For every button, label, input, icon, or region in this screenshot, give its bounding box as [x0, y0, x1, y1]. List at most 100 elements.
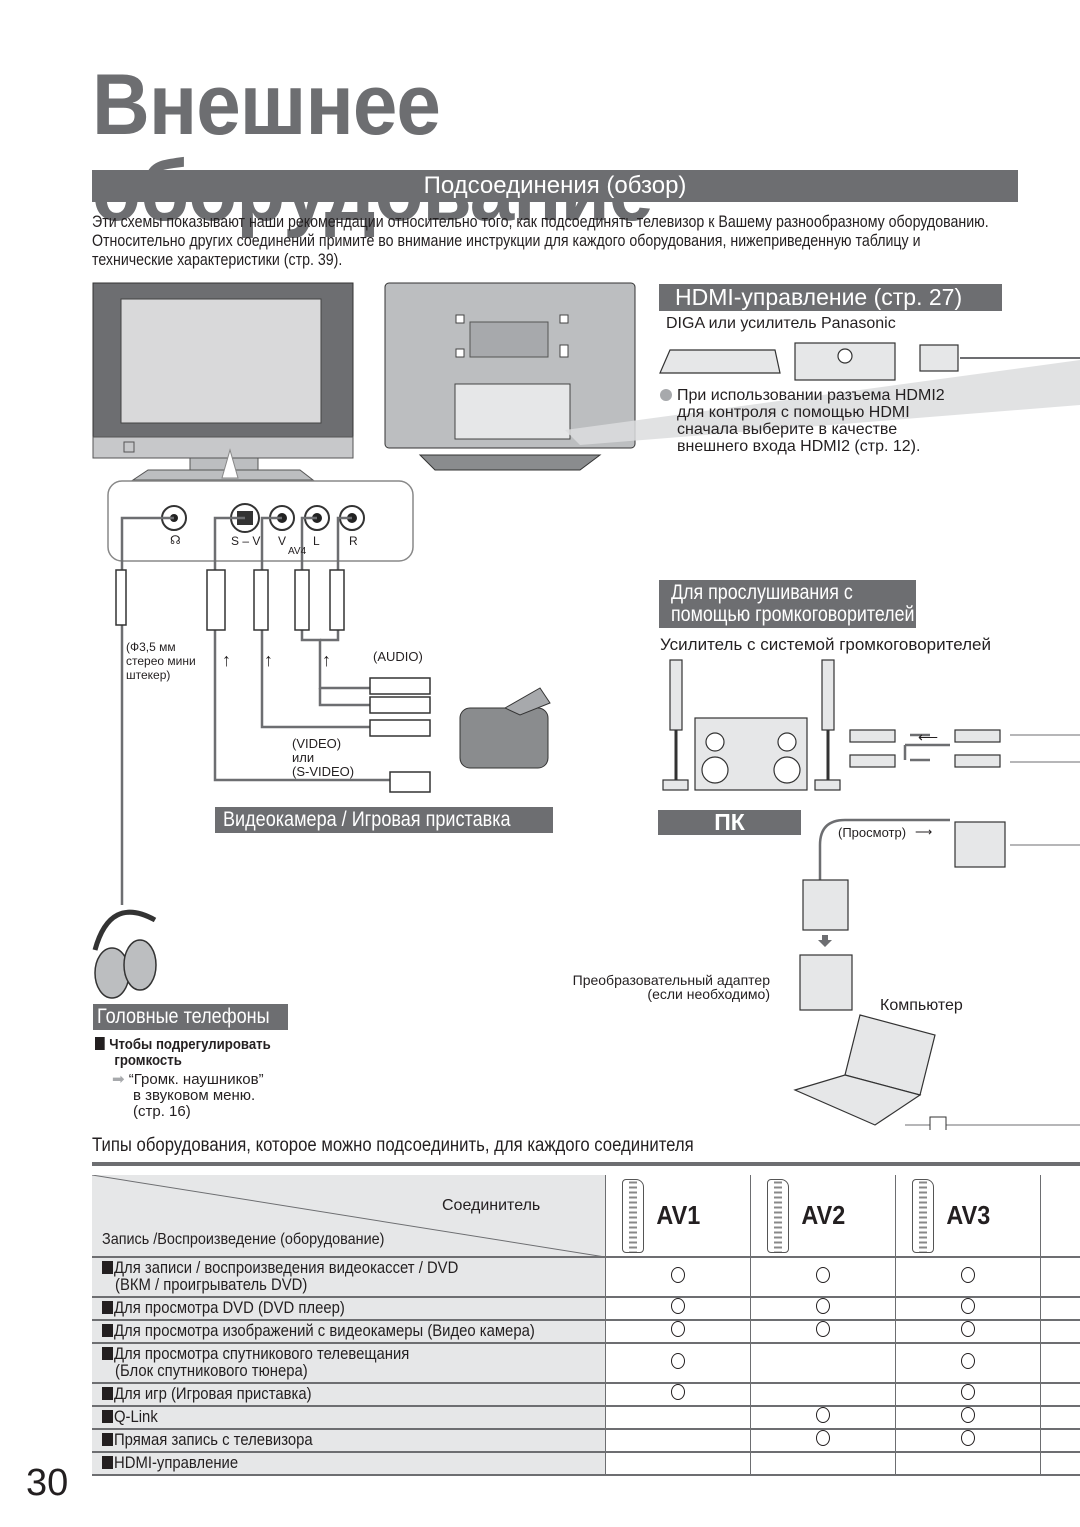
adapter-label: Преобразовательный адаптер (если необход…	[540, 973, 770, 1001]
page-number: 30	[26, 1462, 69, 1504]
compatible-circle-icon	[815, 1430, 830, 1446]
row-label-line: (ВКМ / проигрыватель DVD)	[102, 1277, 605, 1294]
row-label-line: Q-Link	[102, 1409, 605, 1426]
plugs	[115, 569, 431, 793]
row-label-text: Для просмотра спутникового телевещания	[114, 1345, 410, 1363]
square-bullet-icon	[102, 1410, 113, 1423]
column-label: AV2	[800, 1200, 845, 1230]
row-label: Для записи / воспроизведения видеокассет…	[92, 1257, 605, 1297]
audio-cable-label: (AUDIO)	[373, 649, 423, 664]
row-label: Q-Link	[92, 1406, 605, 1429]
camcorder-illustration	[459, 707, 549, 769]
row-label: Для просмотра спутникового телевещания(Б…	[92, 1343, 605, 1383]
row-label: Для игр (Игровая приставка)	[92, 1383, 605, 1406]
video-cable-label: (VIDEO) или (S-VIDEO)	[292, 737, 354, 779]
compatible-circle-icon	[960, 1352, 975, 1369]
hdmi-note: При использовании разъема HDMI2 для конт…	[677, 387, 945, 455]
heading-line: помощью громкоговорителей	[671, 603, 915, 626]
compat-cell-extra	[1039, 1429, 1080, 1452]
table-row: Для просмотра DVD (DVD плеер)	[92, 1297, 1080, 1320]
row-label-line: Для просмотра изображений с видеокамеры …	[102, 1323, 605, 1340]
note-line: сначала выберите в качестве	[677, 421, 898, 438]
svg-text:⟵: ⟵	[918, 729, 938, 745]
laptop-illustration	[793, 1014, 936, 1126]
caption-line: или	[292, 750, 315, 765]
compat-cell-av1	[604, 1383, 750, 1406]
compatible-circle-icon	[960, 1407, 975, 1423]
compat-cell-av2	[749, 1406, 895, 1429]
compat-cell-av3	[894, 1320, 1040, 1343]
compatible-circle-icon	[960, 1321, 975, 1337]
hdmi-control-heading: HDMI-управление (стр. 27)	[659, 284, 1002, 311]
computer-label: Компьютер	[880, 997, 963, 1014]
row-label: Прямая запись с телевизора	[92, 1429, 605, 1452]
volume-adjust-note: Чтобы подрегулировать громкость	[95, 1037, 295, 1069]
compat-cell-av3	[894, 1257, 1040, 1297]
note-line: для контроля с помощью HDMI	[677, 404, 910, 421]
table-header-row: Соединитель Запись /Воспроизведение (обо…	[92, 1175, 1080, 1257]
compat-cell-av1	[604, 1452, 750, 1475]
arrow-up-icon: ↑	[322, 650, 331, 670]
note-line: При использовании разъема HDMI2	[677, 387, 945, 404]
label-audio-l: L	[313, 534, 320, 548]
compatible-circle-icon	[670, 1384, 685, 1400]
minijack-caption: (Ф3,5 мм стерео мини штекер)	[126, 640, 196, 682]
compat-cell-av3	[894, 1452, 1040, 1475]
row-label-line: (Блок спутникового тюнера)	[102, 1363, 605, 1380]
compat-cell-av2	[749, 1297, 895, 1320]
compatible-circle-icon	[960, 1298, 975, 1314]
intro-line: Относительно других соединений примите в…	[92, 232, 921, 250]
compatible-circle-icon	[670, 1266, 685, 1283]
hdmi-device-label: DIGA или усилитель Panasonic	[666, 315, 896, 332]
section-heading: Подсоединения (обзор)	[92, 170, 1018, 202]
scart-connector-icon	[911, 1178, 934, 1253]
square-bullet-icon	[102, 1261, 113, 1274]
compat-cell-extra	[1039, 1343, 1080, 1383]
square-bullet-icon	[102, 1347, 113, 1360]
label-s-video: S – V	[231, 534, 261, 548]
row-label: HDMI-управление	[92, 1452, 605, 1475]
row-label-text: Для игр (Игровая приставка)	[114, 1385, 312, 1403]
note-line: Чтобы подрегулировать	[109, 1036, 271, 1053]
intro-line: технические характеристики (стр. 39).	[92, 251, 343, 269]
camcorder-heading: Видеокамера / Игровая приставка	[215, 807, 553, 833]
caption-line: (если необходимо)	[647, 986, 770, 1002]
divider	[92, 1162, 1080, 1166]
compatible-circle-icon	[670, 1352, 685, 1369]
column-av2: AV2	[749, 1175, 895, 1257]
caption-line: штекер)	[126, 668, 171, 682]
table-row: Для просмотра спутникового телевещания(Б…	[92, 1343, 1080, 1383]
arrow-right-icon: ➡	[112, 1071, 125, 1088]
compatible-circle-icon	[670, 1321, 685, 1337]
column-label: AV3	[945, 1200, 990, 1230]
intro-line: Эти схемы показывают наши рекомендации о…	[92, 213, 989, 231]
square-bullet-icon	[95, 1037, 105, 1050]
row-label-line: HDMI-управление	[102, 1455, 605, 1472]
compat-cell-extra	[1039, 1257, 1080, 1297]
svg-text:⟶: ⟶	[915, 825, 932, 839]
table-title: Типы оборудования, которое можно подсоед…	[92, 1135, 694, 1156]
table-row: HDMI-управление	[92, 1452, 1080, 1475]
connection-diagram: ⟵ ⟶	[92, 282, 1080, 1130]
note-line: “Громк. наушников”	[128, 1071, 264, 1088]
scart-connector-icon	[766, 1178, 789, 1253]
compatible-circle-icon	[815, 1407, 830, 1423]
speakers-heading: Для прослушивания с помощью громкоговори…	[659, 580, 916, 628]
compat-cell-extra	[1039, 1383, 1080, 1406]
row-label-line: Для просмотра спутникового телевещания	[102, 1346, 605, 1363]
caption-line: (VIDEO)	[292, 736, 342, 751]
note-line: (стр. 16)	[133, 1103, 191, 1120]
heading-text: Видеокамера / Игровая приставка	[223, 808, 511, 831]
note-line: в звуковом меню.	[133, 1087, 256, 1104]
heading-line: Для прослушивания с	[671, 581, 853, 604]
compatible-circle-icon	[960, 1384, 975, 1400]
label-audio-r: R	[349, 534, 358, 548]
compat-cell-av1	[604, 1320, 750, 1343]
compat-cell-av3	[894, 1406, 1040, 1429]
column-av1: AV1	[604, 1175, 750, 1257]
row-label-text: Для просмотра DVD (DVD плеер)	[114, 1299, 345, 1317]
compatible-circle-icon	[670, 1298, 685, 1314]
pc-heading: ПК	[658, 810, 801, 835]
speaker-system-illustration	[662, 659, 1001, 791]
vga-connectors	[799, 821, 1006, 1011]
